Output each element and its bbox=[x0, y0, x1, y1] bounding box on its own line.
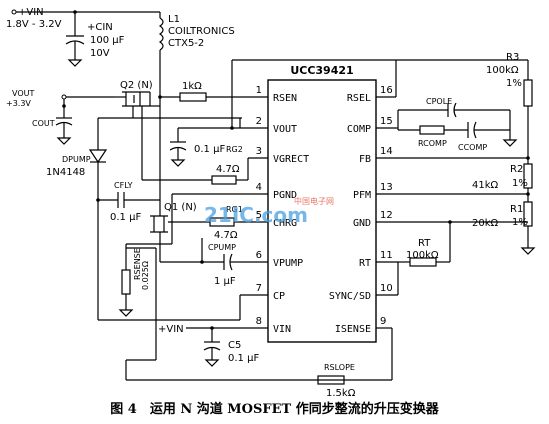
pin-name-vpump: VPUMP bbox=[273, 258, 303, 269]
rg1-label: RG1 bbox=[226, 205, 243, 214]
feedback-section: R3 100kΩ 1% CPOLE RCOMP CCOMP R2 41kΩ 1% bbox=[232, 52, 536, 295]
pin-num-6: 6 bbox=[256, 250, 262, 261]
l1-manufacturer: COILTRONICS bbox=[168, 26, 235, 37]
q2-label: Q2 (N) bbox=[120, 80, 153, 91]
chip-right-pins: 16 RSEL 15 COMP 14 FB 13 PFM 12 GND 11 R… bbox=[329, 85, 528, 335]
pin-num-5: 5 bbox=[256, 210, 262, 221]
cout-label: COUT bbox=[32, 119, 55, 128]
pin-num-4: 4 bbox=[256, 182, 262, 193]
watermark: 21IC.com 中国电子网 bbox=[204, 196, 334, 227]
r2-value: 41kΩ bbox=[472, 180, 499, 191]
r3-label: R3 bbox=[506, 52, 519, 63]
l1-part: CTX5-2 bbox=[168, 38, 204, 49]
pin-name-rsen: RSEN bbox=[273, 93, 297, 104]
pin-num-14: 14 bbox=[380, 146, 393, 157]
pin-name-cp: CP bbox=[273, 291, 285, 302]
pin-name-fb: FB bbox=[359, 154, 371, 165]
pin-name-vgrect: VGRECT bbox=[273, 154, 309, 165]
pin-num-11: 11 bbox=[380, 250, 393, 261]
dpump-part: 1N4148 bbox=[46, 167, 85, 178]
chip-title: UCC39421 bbox=[290, 64, 353, 77]
chip-left-pins: 1 RSEN 2 VOUT 3 VGRECT 4 PGND 5 CHRG 6 V… bbox=[240, 85, 309, 335]
output-section: VOUT +3.3V COUT Q2 (N) 1kΩ bbox=[6, 60, 249, 185]
pin-name-gnd: GND bbox=[353, 218, 371, 229]
cin-value: 100 μF bbox=[90, 35, 125, 46]
rslope-value: 1.5kΩ bbox=[326, 388, 356, 399]
dpump-label: DPUMP bbox=[62, 155, 91, 164]
pin-name-sync-sd: SYNC/SD bbox=[329, 291, 371, 302]
cin-label: +CIN bbox=[87, 22, 113, 33]
rsense-value: 0.025Ω bbox=[141, 261, 150, 290]
r3-value: 100kΩ bbox=[486, 65, 519, 76]
watermark-main: 21IC.com bbox=[204, 203, 308, 227]
r2-tolerance: 1% bbox=[512, 178, 528, 189]
rg1-value: 4.7Ω bbox=[214, 230, 238, 241]
pin-name-pfm: PFM bbox=[353, 190, 371, 201]
cfly-value: 0.1 μF bbox=[110, 212, 141, 223]
pin-name-chrg: CHRG bbox=[273, 218, 297, 229]
cpole-label: CPOLE bbox=[426, 97, 452, 106]
pin-num-10: 10 bbox=[380, 283, 393, 294]
pump-section: DPUMP 1N4148 CFLY 0.1 μF Q1 (N) RG1 4.7Ω bbox=[46, 106, 392, 381]
vin-bottom-label: +VIN bbox=[158, 324, 184, 335]
r1-tolerance: 1% bbox=[512, 217, 528, 228]
cfly-label: CFLY bbox=[114, 181, 133, 190]
pin-num-8: 8 bbox=[256, 316, 262, 327]
c01-label: 0.1 μF bbox=[194, 144, 225, 155]
vin-bottom-section: +VIN C5 0.1 μF RSLOPE 1.5kΩ bbox=[158, 324, 393, 399]
pin-num-2: 2 bbox=[256, 116, 262, 127]
rslope-label: RSLOPE bbox=[324, 363, 355, 372]
cpump-label: CPUMP bbox=[208, 243, 236, 252]
c5-label: C5 bbox=[228, 340, 241, 351]
chip-ucc39421: UCC39421 1 RSEN 2 VOUT 3 VGRECT 4 PGND 5… bbox=[240, 64, 528, 343]
vin-range-label: 1.8V - 3.2V bbox=[6, 19, 62, 30]
pin-name-rt: RT bbox=[359, 258, 371, 269]
vout-label: VOUT bbox=[12, 89, 34, 98]
pin-num-1: 1 bbox=[256, 85, 262, 96]
rcomp-label: RCOMP bbox=[418, 139, 447, 148]
r2-label: R2 bbox=[510, 164, 523, 175]
pin-num-7: 7 bbox=[256, 283, 262, 294]
rsense-label: RSENSE bbox=[133, 248, 142, 280]
rt-value: 100kΩ bbox=[406, 250, 439, 261]
pin-num-9: 9 bbox=[380, 316, 386, 327]
pin-num-16: 16 bbox=[380, 85, 393, 96]
rg2-label: RG2 bbox=[226, 145, 243, 154]
input-section: +VIN 1.8V - 3.2V +CIN 100 μF 10V L1 COIL… bbox=[6, 7, 235, 75]
r3-tolerance: 1% bbox=[506, 78, 522, 89]
pin-name-comp: COMP bbox=[347, 124, 371, 135]
pin-name-isense: ISENSE bbox=[335, 324, 371, 335]
rg2-value: 4.7Ω bbox=[216, 164, 240, 175]
vout-value: +3.3V bbox=[6, 99, 31, 108]
cpump-value: 1 μF bbox=[214, 276, 236, 287]
pin-name-vin: VIN bbox=[273, 324, 291, 335]
ccomp-label: CCOMP bbox=[458, 143, 487, 152]
pin-num-15: 15 bbox=[380, 116, 393, 127]
rt-label: RT bbox=[418, 238, 431, 249]
q1-label: Q1 (N) bbox=[164, 202, 197, 213]
cin-voltage: 10V bbox=[90, 48, 110, 59]
figure-caption: 图 4 运用 N 沟道 MOSFET 作同步整流的升压变换器 bbox=[110, 402, 439, 417]
pin-num-12: 12 bbox=[380, 210, 393, 221]
r1-label: R1 bbox=[510, 204, 523, 215]
pin-name-vout: VOUT bbox=[273, 124, 297, 135]
l1-label: L1 bbox=[168, 14, 180, 25]
pin-num-13: 13 bbox=[380, 182, 393, 193]
r1-value: 20kΩ bbox=[472, 218, 499, 229]
pin-name-pgnd: PGND bbox=[273, 190, 297, 201]
pin-num-3: 3 bbox=[256, 146, 262, 157]
c5-value: 0.1 μF bbox=[228, 353, 259, 364]
watermark-sub: 中国电子网 bbox=[294, 196, 334, 206]
r1k-label: 1kΩ bbox=[182, 81, 202, 92]
pin-name-rsel: RSEL bbox=[347, 93, 371, 104]
